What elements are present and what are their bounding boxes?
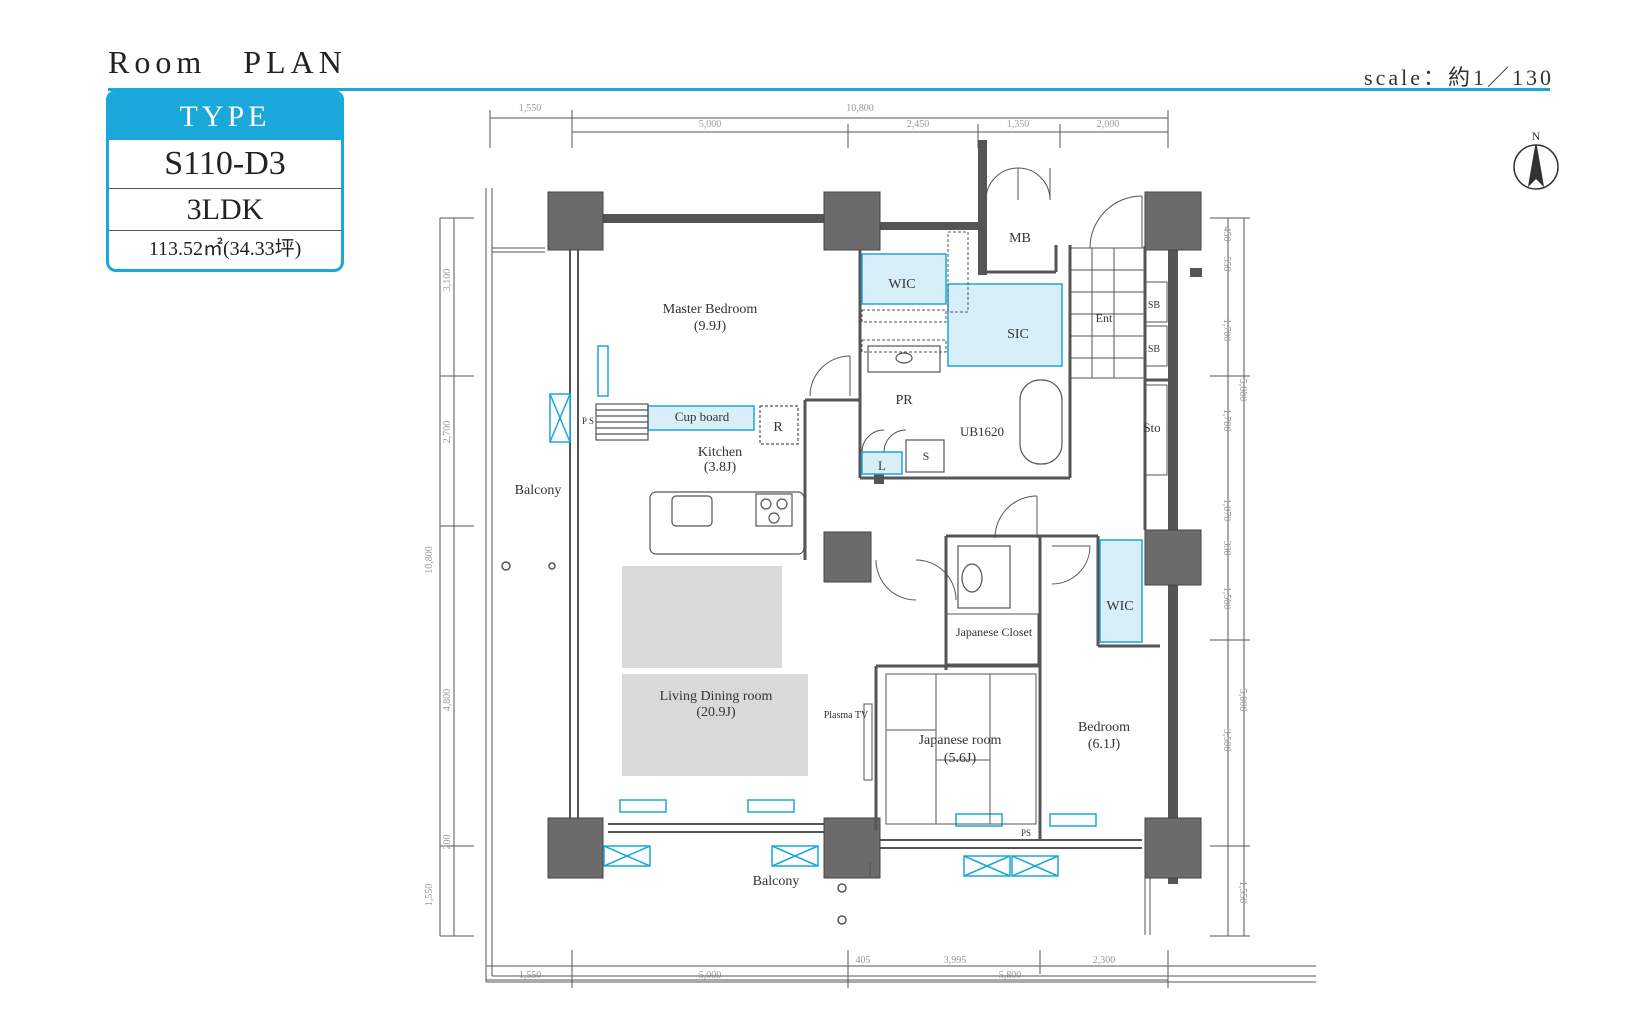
toilet [961,563,983,593]
room-r: R [773,420,783,435]
room-l: L [878,458,886,473]
dim-right-1: 450 [1221,227,1232,242]
room-s: S [923,449,930,463]
room-japanese-room: Japanese room [919,733,1002,748]
balcony-railings [485,188,1316,983]
dim-bottom-6: 2,300 [1093,955,1116,966]
room-japanese-closet: Japanese Closet [956,625,1033,639]
storage-areas [647,253,1143,643]
room-sic: SIC [1007,327,1029,342]
room-sb-2: SB [1148,344,1161,355]
bathtub [1019,379,1063,465]
plasma-tv-stand [863,703,873,781]
dim-right-3: 1,700 [1221,319,1232,342]
room-ub: UB1620 [960,424,1004,439]
dimension-lines [439,110,1316,988]
type-heading: TYPE [109,93,341,140]
dim-top-1: 5,000 [699,119,722,130]
dim-top-4: 2,000 [1097,119,1120,130]
dim-left-overall: 10,800 [424,546,435,574]
toilet-room [957,545,1011,609]
room-master-bedroom: Master Bedroom [663,302,758,317]
pr-washbasin [867,345,941,373]
dim-left-5: 1,550 [424,884,435,907]
room-sto: Sto [1143,420,1160,435]
room-living-size: (20.9J) [696,705,736,720]
type-code: S110-D3 [109,140,341,189]
north-label: N [1532,129,1541,143]
dim-top-overall: 10,800 [846,103,874,114]
living-rug-bottom [622,674,808,776]
dim-right-total-a: 5,800 [1237,379,1248,402]
doors [809,167,1143,601]
type-area: 113.52㎡(34.33坪) [148,238,302,260]
room-balcony-left: Balcony [515,483,562,498]
exterior-window-wall [569,250,1142,849]
room-cup-board: Cup board [675,409,730,424]
dim-right-6: 330 [1221,541,1232,556]
room-bedroom: Bedroom [1078,720,1130,735]
japanese-closet-box [945,613,1039,665]
kitchen-counter [649,491,805,555]
dim-left-3: 4,800 [442,689,453,712]
room-pr: PR [895,393,913,408]
room-japanese-room-size: (5.6J) [944,751,977,766]
furniture [622,566,808,776]
room-mb: MB [1009,231,1031,246]
room-master-bedroom-size: (9.9J) [694,319,727,334]
sic-area [947,283,1063,367]
room-ps-left: P S [582,416,594,426]
fixtures [595,345,1063,878]
room-wic-top: WIC [888,277,915,292]
columns [547,191,1202,879]
dashed-storage [861,231,969,353]
markers [501,561,847,925]
kitchen-sink [671,495,713,527]
washer [905,439,945,473]
dim-right-7: 1,500 [1221,587,1232,610]
room-sb-1: SB [1148,300,1161,311]
dim-right-8: 3,500 [1221,729,1232,752]
room-wic-right: WIC [1106,599,1133,614]
dim-right-5: 1,070 [1221,499,1232,522]
room-plasma-tv: Plasma TV [824,710,869,721]
dim-top-2: 2,450 [907,119,930,130]
dim-left-1: 3,100 [442,269,453,292]
dim-right-total-b: 5,000 [1237,689,1248,712]
type-layout: 3LDK [109,189,341,231]
room-ent: Ent [1096,311,1113,325]
living-rug-top [622,566,782,668]
cooktop [755,493,793,527]
type-card: TYPE S110-D3 3LDK 113.52㎡(34.33坪) [106,90,344,272]
l-area [861,451,903,475]
tatami [863,613,1039,825]
room-bedroom-size: (6.1J) [1088,737,1121,752]
header-rule [108,88,1550,91]
scale-label: scale：約1／130 [1364,65,1554,90]
room-kitchen-size: (3.8J) [704,460,737,475]
windows [549,345,1097,877]
north-arrow [1513,144,1559,190]
dim-bottom-5: 3,995 [944,955,967,966]
dim-left-4: 200 [442,835,453,850]
dim-bottom-4: 405 [856,955,871,966]
wic-top-area [861,253,947,305]
dim-right-9: 1,550 [1237,881,1248,904]
room-living: Living Dining room [660,689,773,704]
room-kitchen: Kitchen [698,445,742,460]
refrigerator [759,405,799,445]
dim-top-3: 1,350 [1007,119,1030,130]
entrance-tiles [1069,247,1168,476]
page-title: Room PLAN [108,44,347,80]
room-balcony-bottom: Balcony [753,874,800,889]
room-ps-bottom: PS [1021,828,1031,838]
dim-right-4: 1,700 [1221,409,1232,432]
room-labels: Master Bedroom (9.9J) WIC MB SIC Ent SB … [515,231,1161,889]
wic-right-area [1099,539,1143,643]
dim-top-left: 1,550 [519,103,542,114]
dim-right-2: 550 [1221,257,1232,272]
dim-left-2: 2,700 [442,421,453,444]
